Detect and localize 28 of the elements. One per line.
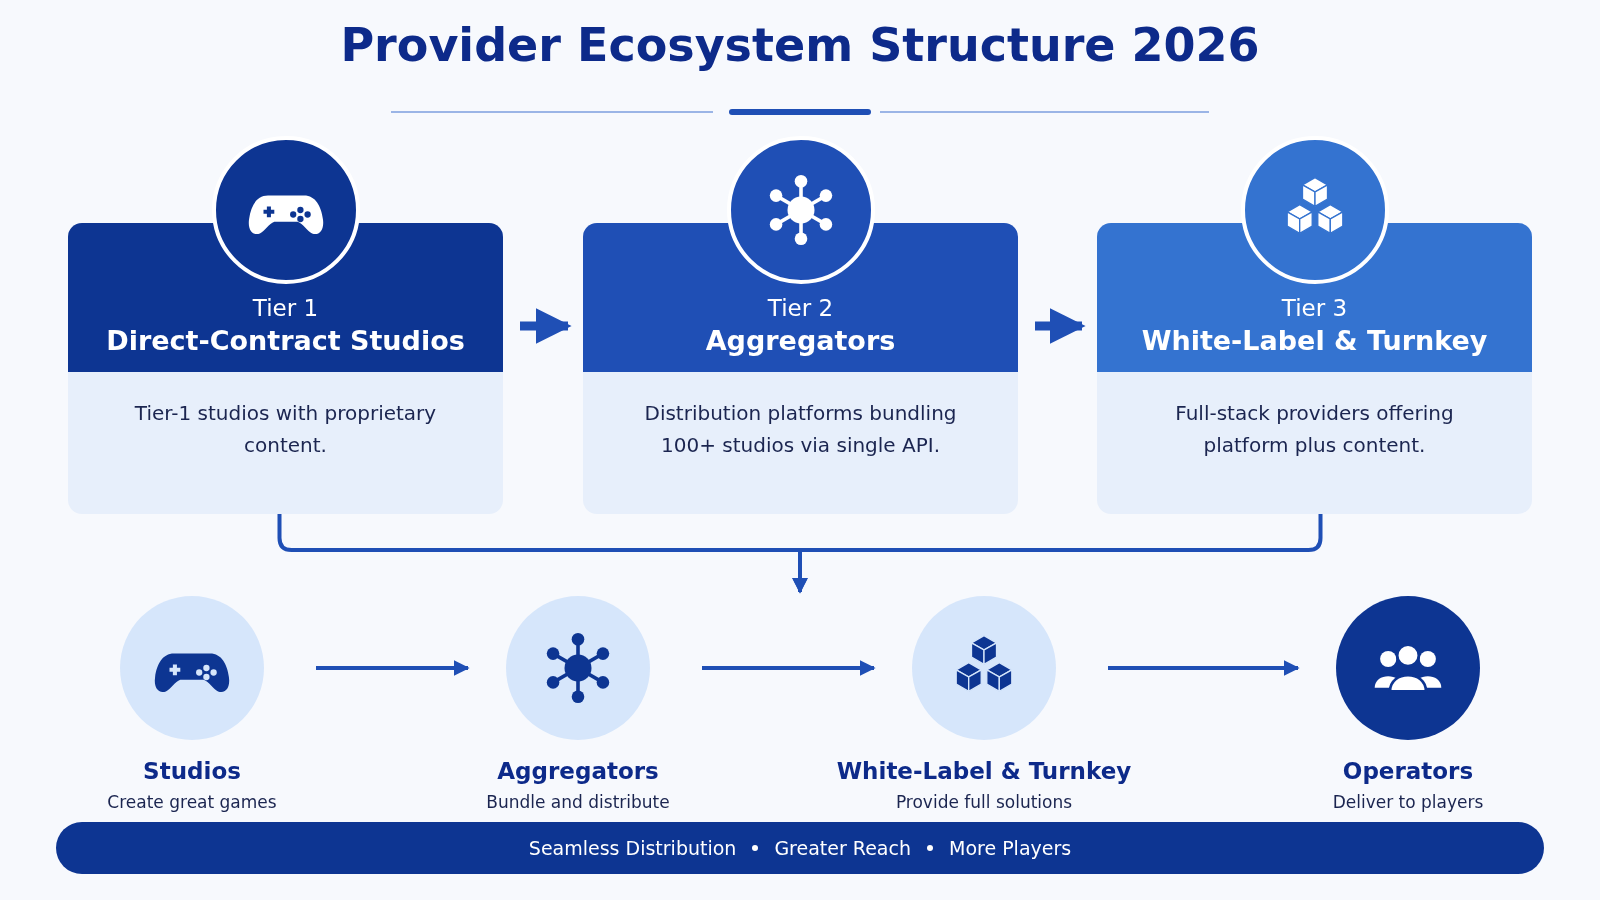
benefit-text: Seamless Distribution	[528, 837, 737, 859]
arrow	[316, 660, 470, 676]
step-name: Studios	[142, 758, 242, 784]
tier-title: Aggregators	[704, 325, 897, 356]
tier-title: Direct-Contract Studios	[105, 325, 466, 356]
title: Provider Ecosystem Structure 2026	[340, 18, 1260, 72]
footer-banner	[56, 822, 1544, 874]
tier-label: Tier 2	[766, 295, 835, 321]
arrow	[702, 660, 876, 676]
arrow	[1108, 660, 1300, 676]
tier-description: Full-stack providers offering platform plus content.	[1174, 400, 1455, 459]
tier-title: White-Label & Turnkey	[1140, 325, 1489, 356]
step-name: Aggregators	[496, 758, 660, 784]
arrow	[520, 308, 572, 344]
step-name: White-Label & Turnkey	[835, 758, 1133, 784]
bracket-arrow	[792, 514, 1323, 594]
arrow	[1035, 308, 1086, 344]
tier-label: Tier 1	[251, 295, 320, 321]
step-description: Create great games	[106, 792, 278, 812]
step-description: Bundle and distribute	[485, 792, 671, 812]
step-name: Operators	[1341, 758, 1475, 784]
step-description: Provide full solutions	[894, 792, 1074, 812]
tier-label: Tier 3	[1280, 295, 1349, 321]
benefit-text: Greater Reach	[774, 837, 911, 859]
step-description: Deliver to players	[1331, 792, 1485, 812]
tier-description: Tier-1 studios with proprietary content.	[133, 400, 438, 459]
benefit-text: More Players	[949, 837, 1072, 859]
tier-description: Distribution platforms bundling 100+ studios via single API.	[643, 400, 958, 459]
